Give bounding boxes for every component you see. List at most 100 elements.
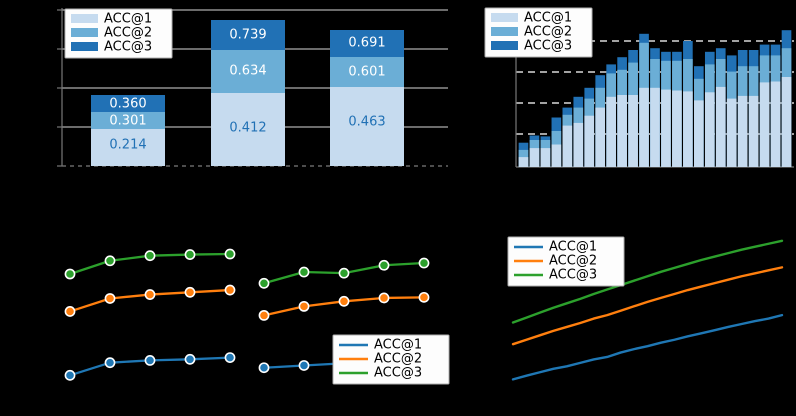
legend-swatch-acc3 (71, 42, 98, 51)
panel-top-left-svg: 0.360 0.301 0.214 0.739 0.634 0.412 0.69… (57, 8, 448, 167)
bar-acc1-7[interactable] (584, 115, 595, 167)
line-acc1[interactable] (511, 313, 784, 381)
bar-acc1-10[interactable] (617, 95, 627, 167)
bar-acc1-4[interactable] (551, 144, 562, 168)
bar-acc1-20[interactable] (726, 98, 737, 167)
legend-bottom-left[interactable]: ACC@1 ACC@2 ACC@3 (332, 334, 450, 385)
marker-acc2-3[interactable] (338, 295, 350, 307)
legend-label-acc3: ACC@3 (104, 40, 152, 55)
bar-acc3-3[interactable] (330, 30, 404, 57)
bar-group-2[interactable]: 0.739 0.634 0.412 (211, 20, 285, 166)
legend-label-acc2: ACC@2 (524, 25, 572, 40)
bar-series-top-right[interactable] (518, 30, 792, 168)
marker-acc3-4[interactable] (378, 259, 390, 271)
marker-acc2-5[interactable] (224, 284, 236, 296)
bar-acc3-2[interactable] (211, 20, 285, 50)
bar-acc1-14[interactable] (661, 89, 671, 167)
bar-label-acc2-1: 0.301 (109, 114, 146, 129)
bar-acc1-13[interactable] (650, 87, 660, 167)
legend-label-acc3: ACC@3 (374, 366, 422, 381)
bar-acc1-22[interactable] (748, 95, 759, 167)
legend-swatch-acc1 (491, 13, 518, 22)
legend-top-left[interactable]: ACC@1 ACC@2 ACC@3 (64, 8, 173, 59)
bar-acc1-25[interactable] (781, 77, 792, 167)
marker-acc3-3[interactable] (144, 250, 156, 262)
bar-acc1-9[interactable] (606, 96, 616, 167)
marker-acc2-3[interactable] (144, 289, 156, 300)
marker-acc2-1[interactable] (258, 309, 270, 321)
marker-acc2-5[interactable] (418, 291, 430, 303)
marker-acc3-3[interactable] (338, 267, 350, 279)
marker-acc2-4[interactable] (184, 286, 196, 298)
panel-bottom-left: ACC@1 ACC@2 ACC@3 (0, 208, 460, 416)
panel-bottom-left-svg: ACC@1 ACC@2 ACC@3 (64, 248, 450, 385)
bar-acc1-6[interactable] (573, 122, 584, 167)
bar-acc1-2[interactable] (529, 148, 540, 167)
legend-background (507, 236, 625, 287)
legend-label-acc2: ACC@2 (374, 352, 422, 367)
bar-acc1-21[interactable] (737, 95, 748, 167)
line-series-bottom-right[interactable] (511, 239, 784, 381)
marker-acc1-2[interactable] (104, 357, 116, 369)
legend-swatch-acc1 (71, 14, 98, 23)
marker-acc3-2[interactable] (298, 266, 310, 278)
marker-acc1-2[interactable] (298, 360, 310, 371)
line-acc3[interactable] (511, 239, 784, 324)
bar-acc1-5[interactable] (562, 125, 573, 167)
marker-acc1-3[interactable] (144, 355, 156, 366)
panel-bottom-right: ACC@1 ACC@2 ACC@3 (460, 208, 796, 416)
bar-label-acc3-2: 0.739 (229, 28, 266, 43)
bar-acc1-1[interactable] (91, 129, 165, 166)
legend-label-acc1: ACC@1 (524, 11, 572, 26)
bar-acc1-17[interactable] (694, 100, 704, 167)
subplot-bottom-left-a[interactable] (64, 248, 236, 381)
legend-top-right[interactable]: ACC@1 ACC@2 ACC@3 (484, 7, 593, 58)
bar-acc1-3[interactable] (330, 87, 404, 166)
bar-acc1-15[interactable] (672, 90, 682, 168)
marker-acc1-4[interactable] (184, 353, 196, 365)
bar-group-1[interactable]: 0.360 0.301 0.214 (91, 95, 165, 166)
marker-acc2-2[interactable] (104, 293, 116, 304)
bar-label-acc3-3: 0.691 (348, 36, 385, 51)
line-acc2[interactable] (511, 266, 784, 346)
marker-acc3-5[interactable] (224, 248, 236, 260)
bar-label-acc1-2: 0.412 (229, 121, 266, 136)
bar-acc1-3[interactable] (540, 148, 551, 167)
bar-acc1-8[interactable] (595, 107, 606, 167)
marker-acc2-1[interactable] (64, 306, 76, 317)
legend-label-acc1: ACC@1 (104, 12, 152, 27)
legend-bottom-right[interactable]: ACC@1 ACC@2 ACC@3 (507, 236, 625, 287)
bar-acc3-1[interactable] (91, 95, 165, 112)
bar-acc2-1[interactable] (91, 112, 165, 129)
y-axis-top-left (57, 8, 63, 167)
bar-acc1-24[interactable] (770, 81, 781, 168)
panel-top-right: ACC@1 ACC@2 ACC@3 (460, 0, 796, 208)
bar-label-acc2-3: 0.601 (348, 65, 385, 80)
bar-acc2-3[interactable] (330, 57, 404, 87)
marker-acc2-2[interactable] (298, 300, 310, 312)
legend-label-acc3: ACC@3 (524, 39, 572, 54)
bar-acc1-12[interactable] (639, 87, 649, 167)
bar-acc1-23[interactable] (759, 82, 770, 167)
bar-group-3[interactable]: 0.691 0.601 0.463 (330, 30, 404, 166)
marker-acc1-5[interactable] (224, 352, 236, 363)
marker-acc1-1[interactable] (258, 362, 270, 374)
bar-acc1-19[interactable] (715, 86, 726, 167)
marker-acc1-1[interactable] (64, 369, 76, 381)
marker-acc2-4[interactable] (378, 292, 390, 304)
marker-acc3-1[interactable] (64, 268, 76, 280)
marker-acc3-4[interactable] (184, 249, 196, 260)
bar-acc1-18[interactable] (704, 92, 715, 167)
bar-acc1-11[interactable] (628, 95, 638, 167)
bar-acc1-1[interactable] (518, 157, 529, 167)
legend-swatch-acc2 (491, 27, 518, 36)
bar-label-acc1-1: 0.214 (109, 138, 146, 153)
bar-acc1-16[interactable] (683, 91, 693, 167)
marker-acc3-1[interactable] (258, 277, 270, 289)
marker-acc3-2[interactable] (104, 255, 116, 267)
marker-acc3-5[interactable] (418, 257, 430, 269)
bar-acc2-2[interactable] (211, 50, 285, 93)
bar-acc1-2[interactable] (211, 93, 285, 166)
bar-label-acc1-3: 0.463 (348, 115, 385, 130)
